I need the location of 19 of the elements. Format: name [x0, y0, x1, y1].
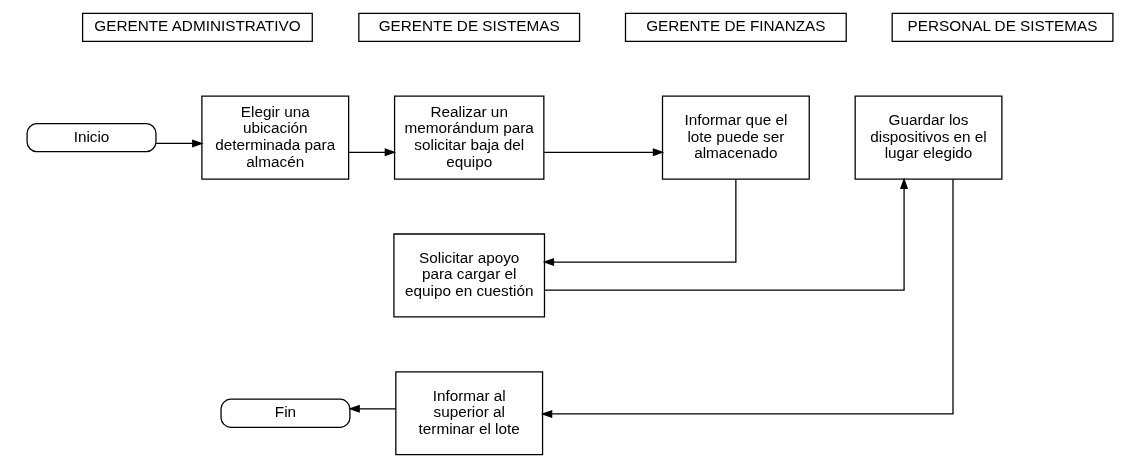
arrow [347, 404, 396, 413]
node-box: Guardar los dispositivos en el lugar elegido [854, 95, 1003, 180]
node-box: Fin [219, 398, 351, 428]
arrow [543, 148, 664, 157]
arrow [155, 139, 204, 148]
arrow [348, 148, 396, 157]
arrow [542, 178, 736, 267]
node-box: Elegir una ubicación determinada para almacén [200, 95, 349, 180]
node-box: GERENTE ADMINISTRATIVO [81, 12, 313, 42]
node-box: GERENTE DE SISTEMAS [357, 12, 580, 42]
node-box: Inicio [25, 123, 157, 153]
node-box: PERSONAL DE SISTEMAS [891, 12, 1114, 42]
node-box: GERENTE DE FINANZAS [624, 12, 847, 42]
node-box: Informar al superior al terminar el lote [394, 371, 543, 456]
node-box: Solicitar apoyo para cargar el equipo en cuestión [392, 233, 545, 318]
node-box: Realizar un memorándum para solicitar baja del equipo [393, 95, 544, 180]
arrow [540, 179, 954, 418]
node-box: Informar que el lote puede ser almacenado [661, 95, 810, 180]
arrow [543, 177, 908, 291]
